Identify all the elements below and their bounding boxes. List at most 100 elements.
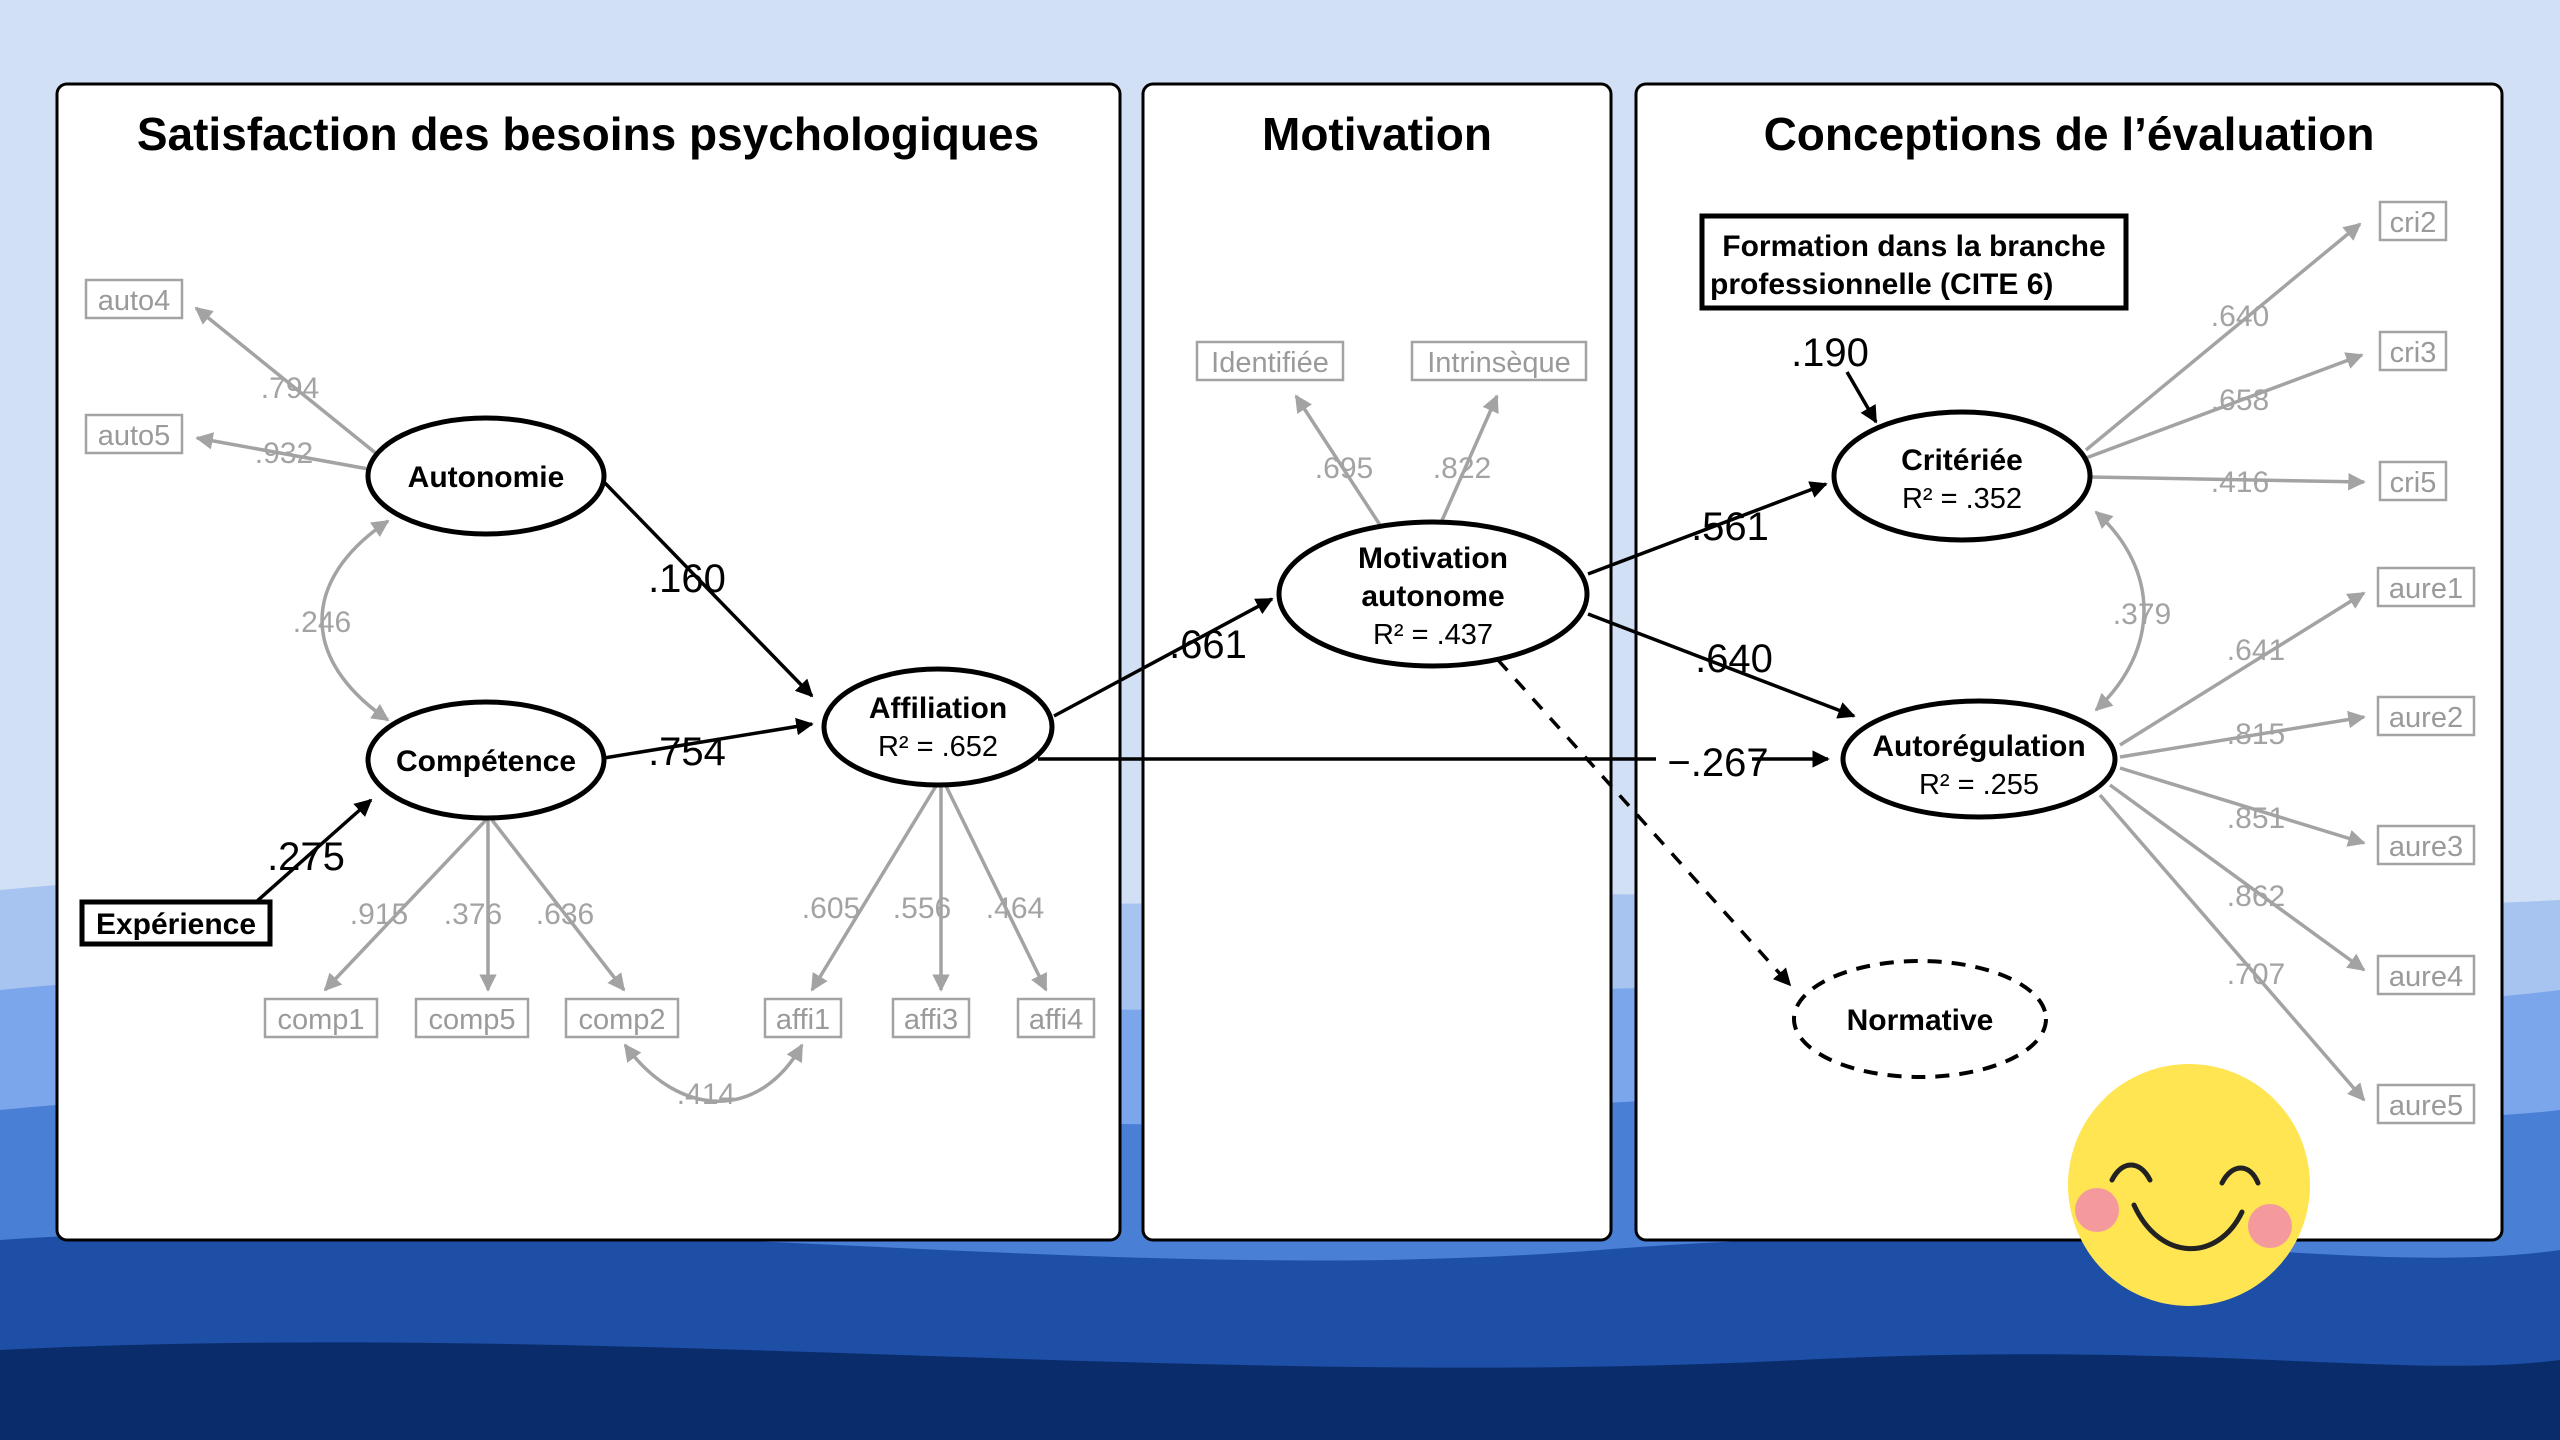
path-arrow-competence-affiliation	[603, 717, 814, 760]
loading-arrow-aure5	[2098, 793, 2366, 1102]
observed-affi1: affi1	[763, 997, 843, 1039]
svg-text:comp1: comp1	[277, 1004, 364, 1036]
covariance-label-autonomie-competence: .246	[293, 606, 351, 639]
loading-label-auto5: .932	[255, 437, 313, 470]
observed-aure4: aure4	[2376, 954, 2476, 996]
path-arrow-experience-competence	[254, 798, 373, 904]
loading-label-aure4: .862	[2227, 880, 2285, 913]
svg-text:cri2: cri2	[2390, 207, 2437, 239]
observed-cri3: cri3	[2378, 330, 2448, 372]
observed-aure1: aure1	[2376, 566, 2476, 608]
svg-text:aure3: aure3	[2389, 831, 2463, 863]
loading-label-cri5: .416	[2211, 466, 2269, 499]
path-arrow-motivation-criteriee	[1587, 481, 1828, 576]
smiling-face-icon	[2068, 1064, 2310, 1306]
svg-text:Identifiée: Identifiée	[1211, 347, 1329, 379]
loading-label-aure3: .851	[2227, 802, 2285, 835]
observed-intrinseque: Intrinsèque	[1410, 340, 1588, 382]
panel-satisfaction	[55, 82, 1122, 1242]
latent-competence: Compétence	[365, 699, 607, 821]
svg-text:affi1: affi1	[776, 1004, 830, 1036]
svg-text:Autorégulation: Autorégulation	[1872, 730, 2085, 763]
path-arrow-motivation-autoregulation	[1587, 612, 1856, 719]
latent-autonomie: Autonomie	[365, 415, 607, 537]
svg-text:Motivation: Motivation	[1358, 542, 1508, 575]
path-arrow-motivation-normative	[1496, 658, 1792, 987]
svg-text:Normative: Normative	[1847, 1004, 1994, 1037]
loading-arrow-auto4	[194, 306, 380, 457]
svg-text:Intrinsèque: Intrinsèque	[1427, 347, 1571, 379]
loading-label-comp5: .376	[444, 898, 502, 931]
loading-label-affi4: .464	[986, 892, 1044, 925]
loading-arrow-aure4	[2108, 783, 2366, 972]
latent-criteriee: Critériée R² = .352	[1831, 409, 2093, 543]
svg-text:autonome: autonome	[1361, 580, 1504, 613]
svg-text:aure5: aure5	[2389, 1090, 2463, 1122]
observed-auto5: auto5	[84, 413, 184, 455]
svg-text:R² = .255: R² = .255	[1919, 769, 2039, 801]
path-label-competence-affiliation: .754	[648, 730, 726, 774]
svg-text:affi4: affi4	[1029, 1004, 1083, 1036]
loading-arrow-aure1	[2119, 591, 2366, 747]
observed-experience: Expérience	[79, 899, 273, 947]
svg-text:R² = .652: R² = .652	[878, 731, 998, 763]
loading-label-aure5: .707	[2227, 958, 2285, 991]
loading-arrow-cri2	[2084, 222, 2362, 452]
loading-arrow-cri3	[2085, 352, 2364, 460]
svg-text:Affiliation: Affiliation	[869, 692, 1007, 725]
observed-identifiee: Identifiée	[1195, 340, 1345, 382]
loading-arrow-cri5	[2089, 472, 2366, 491]
loading-arrow-affi4	[944, 785, 1048, 992]
svg-text:Compétence: Compétence	[396, 745, 576, 778]
path-arrow-formation-criteriee	[1845, 371, 1878, 424]
svg-text:cri5: cri5	[2390, 467, 2437, 499]
loading-label-affi3: .556	[893, 892, 951, 925]
path-label-formation-criteriee: .190	[1791, 331, 1869, 375]
observed-affi4: affi4	[1016, 997, 1096, 1039]
observed-affi3: affi3	[891, 997, 971, 1039]
loading-arrow-comp2	[490, 818, 626, 992]
loading-label-auto4: .794	[261, 372, 319, 405]
svg-text:aure4: aure4	[2389, 961, 2463, 993]
svg-text:aure2: aure2	[2389, 702, 2463, 734]
latent-motivation-autonome: Motivation autonome R² = .437	[1276, 519, 1590, 669]
path-label-affiliation-motivation: .661	[1169, 623, 1247, 667]
loading-label-identifiee: .695	[1315, 452, 1373, 485]
svg-text:Formation dans la branche: Formation dans la branche	[1722, 230, 2105, 263]
covariance-arrow-criteriee-autoregulation	[2094, 510, 2146, 712]
loading-arrow-intrinseque	[1438, 394, 1499, 526]
latent-affiliation: Affiliation R² = .652	[821, 666, 1055, 788]
loading-arrow-aure2	[2119, 710, 2366, 759]
svg-text:Autonomie: Autonomie	[408, 461, 565, 494]
svg-text:comp2: comp2	[578, 1004, 665, 1036]
loading-label-intrinseque: .822	[1433, 452, 1491, 485]
loading-arrow-auto5	[195, 432, 375, 472]
svg-text:R² = .352: R² = .352	[1902, 483, 2022, 515]
svg-text:aure1: aure1	[2389, 573, 2463, 605]
observed-comp2: comp2	[564, 997, 680, 1039]
covariance-label-criteriee-autoregulation: .379	[2113, 598, 2171, 631]
loading-label-cri2: .640	[2211, 300, 2269, 333]
observed-comp5: comp5	[414, 997, 530, 1039]
loading-label-aure1: .641	[2227, 634, 2285, 667]
observed-cri2: cri2	[2378, 200, 2448, 242]
svg-text:comp5: comp5	[428, 1004, 515, 1036]
path-label-autonomie-affiliation: .160	[648, 557, 726, 601]
path-label-motivation-autoregulation: .640	[1695, 637, 1773, 681]
path-label-experience-competence: .275	[267, 835, 345, 879]
loading-arrow-identifiee	[1294, 394, 1382, 526]
loading-label-aure2: .815	[2227, 718, 2285, 751]
observed-auto4: auto4	[84, 278, 184, 320]
path-label-affiliation-autoregulation: −.267	[1667, 741, 1768, 785]
observed-comp1: comp1	[263, 997, 379, 1039]
loading-label-affi1: .605	[802, 892, 860, 925]
svg-text:R² = .437: R² = .437	[1373, 619, 1493, 651]
latent-autoregulation: Autorégulation R² = .255	[1840, 698, 2118, 820]
latent-normative: Normative	[1792, 959, 2048, 1079]
loading-arrow-aure3	[2119, 766, 2366, 847]
covariance-label-comp2-affi1: .414	[677, 1078, 735, 1111]
svg-text:cri3: cri3	[2390, 337, 2437, 369]
loading-arrow-comp1	[323, 818, 488, 992]
covariance-arrow-comp2-affi1	[623, 1043, 804, 1103]
